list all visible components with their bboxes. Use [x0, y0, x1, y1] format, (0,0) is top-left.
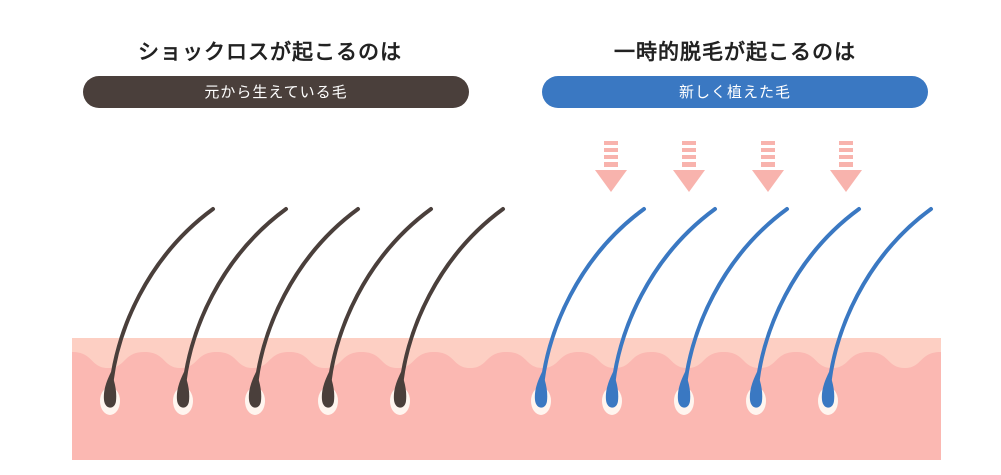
right-label-pill: 新しく植えた毛 — [542, 76, 928, 108]
arrow-group — [595, 141, 862, 192]
down-arrow-icon — [830, 141, 862, 192]
transplanted-hair — [602, 207, 717, 415]
original-hair — [173, 207, 288, 415]
original-hair — [390, 207, 505, 415]
down-arrow-icon — [673, 141, 705, 192]
hair-group — [100, 207, 933, 415]
original-hair — [318, 207, 433, 415]
skin-wave — [72, 338, 941, 368]
original-hair — [245, 207, 360, 415]
left-heading: ショックロスが起こるのは — [138, 40, 402, 64]
skin-body — [72, 338, 941, 460]
right-heading: 一時的脱毛が起こるのは — [614, 40, 856, 64]
transplanted-hair — [818, 207, 933, 415]
down-arrow-icon — [595, 141, 627, 192]
transplanted-hair — [746, 207, 861, 415]
transplanted-hair — [531, 207, 646, 415]
transplanted-hair — [674, 207, 789, 415]
down-arrow-icon — [752, 141, 784, 192]
original-hair — [100, 207, 215, 415]
left-label-pill: 元から生えている毛 — [83, 76, 469, 108]
skin-layer — [72, 338, 941, 460]
